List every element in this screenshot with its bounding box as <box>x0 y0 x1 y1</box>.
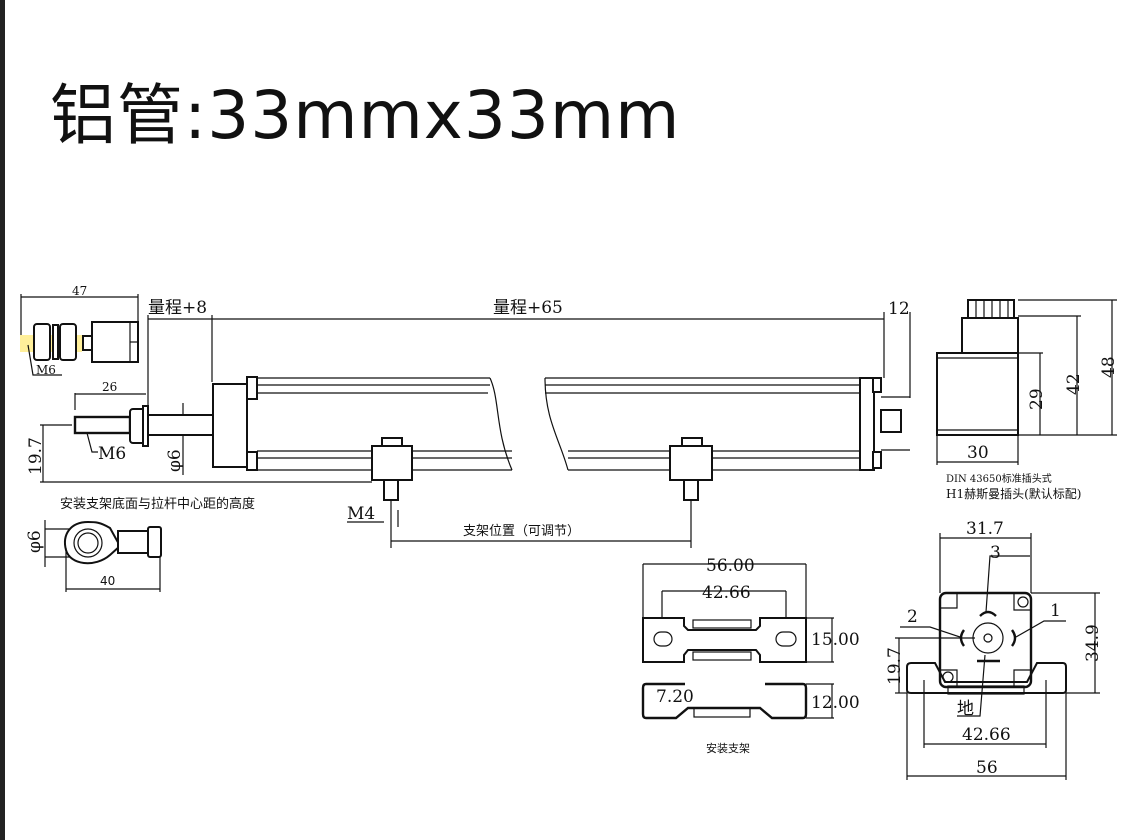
end-dim-42-66: 42.66 <box>962 725 1011 745</box>
stroke-plus-65-label: 量程+65 <box>493 298 563 318</box>
connector-view: 29 42 48 30 DIN 43650标准插头式 H1赫斯曼插头(默认标配) <box>936 299 1119 501</box>
end-dim-56: 56 <box>976 758 998 778</box>
rod-eye-detail: φ6 40 <box>25 520 162 592</box>
sensor-main-view: 量程+8 量程+65 12 26 φ6 M6 19.7 <box>26 298 911 548</box>
din-note: DIN 43650标准插头式 <box>946 472 1052 485</box>
ground-label: 地 <box>957 699 974 719</box>
pin-2-label: 2 <box>907 607 918 627</box>
end-dim-34-9: 34.9 <box>1083 624 1103 662</box>
stroke-plus-8-label: 量程+8 <box>148 298 207 318</box>
pin-1-label: 1 <box>1050 601 1061 621</box>
h1-note: H1赫斯曼插头(默认标配) <box>946 486 1081 501</box>
left-border <box>0 0 5 840</box>
thread-m4: M4 <box>347 504 375 524</box>
bracket-caption: 安装支架 <box>706 741 750 755</box>
dim-48: 48 <box>1099 356 1119 378</box>
rod-end-top-detail: 47 M6 <box>20 284 139 377</box>
dim-19-7: 19.7 <box>26 437 46 475</box>
dim-40: 40 <box>100 574 115 588</box>
dia-6: φ6 <box>165 449 185 472</box>
thread-m6: M6 <box>98 444 126 464</box>
height-note: 安装支架底面与拉杆中心距的高度 <box>60 496 255 512</box>
dim-42: 42 <box>1064 373 1084 395</box>
dim-47: 47 <box>72 284 87 298</box>
bracket-dim-15: 15.00 <box>811 630 860 650</box>
eye-dia-6: φ6 <box>25 530 45 553</box>
end-dim-19-7: 19.7 <box>885 647 905 685</box>
bracket-dim-12: 12.00 <box>811 693 860 713</box>
thread-m6-top: M6 <box>36 363 56 377</box>
bracket-dim-42-66: 42.66 <box>702 583 751 603</box>
end-view: 31.7 3 2 1 地 34.9 19.7 42.66 <box>885 519 1103 780</box>
dim-30: 30 <box>967 443 989 463</box>
bracket-dim-7-2: 7.20 <box>656 687 694 707</box>
dim-26: 26 <box>102 380 117 394</box>
mounting-bracket: 56.00 42.66 15.00 12.00 7.20 安装支架 <box>641 556 860 755</box>
bracket-position-label: 支架位置（可调节） <box>463 524 580 539</box>
page-title: 铝管:33mmx33mm <box>50 77 681 154</box>
dim-29: 29 <box>1027 388 1047 410</box>
bracket-dim-56: 56.00 <box>706 556 755 576</box>
pin-3-label: 3 <box>990 543 1001 563</box>
end-dim-31-7: 31.7 <box>966 519 1004 539</box>
dim-12: 12 <box>888 299 910 319</box>
